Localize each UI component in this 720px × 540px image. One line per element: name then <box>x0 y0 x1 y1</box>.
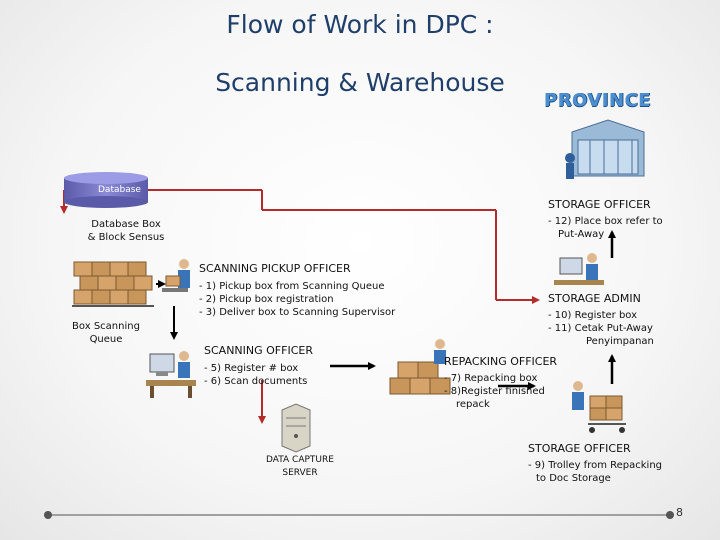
slide-footer-line <box>48 514 674 516</box>
scanning-officer-title: SCANNING OFFICER <box>204 344 313 357</box>
storage-admin-title: STORAGE ADMIN <box>548 292 641 305</box>
scanning-pickup-officer-title: SCANNING PICKUP OFFICER <box>199 262 351 275</box>
flow-arrows <box>156 230 616 390</box>
computer-icon <box>146 351 196 398</box>
storage-officer-top-step: - 12) Place box refer to <box>548 216 663 227</box>
box-stack-icon <box>389 339 451 395</box>
scanning-pickup-step: - 2) Pickup box registration <box>199 294 334 305</box>
scanning-officer-step: - 6) Scan documents <box>204 376 308 387</box>
database-box-line1: Database Box <box>91 219 161 230</box>
storage-officer-bottom-step: - 9) Trolley from Repacking <box>528 460 663 471</box>
worker-icon <box>572 381 626 433</box>
storage-admin-step: - 10) Register box <box>548 310 638 321</box>
repacking-step: - 8)Register finished <box>444 386 545 397</box>
box-scanning-queue-label: Box Scanning Queue <box>66 320 146 346</box>
database-box-label: Database Box & Block Sensus <box>86 218 166 244</box>
storage-officer-top-step: Put-Away <box>558 229 605 240</box>
data-capture-server-line2: SERVER <box>282 468 318 478</box>
server-icon <box>281 403 311 453</box>
storage-admin-step: - 11) Cetak Put-Away <box>548 323 653 334</box>
storage-officer-bottom-title: STORAGE OFFICER <box>528 442 631 455</box>
worker-icon <box>162 259 190 292</box>
storage-officer-top-title: STORAGE OFFICER <box>548 198 651 211</box>
scanning-officer-steps: - 5) Register # box - 6) Scan documents <box>204 362 307 388</box>
repacking-step: repack <box>456 399 490 410</box>
repacking-officer-steps: - 7) Repacking box - 8)Register finished… <box>444 372 545 411</box>
data-capture-server-label: DATA CAPTURE SERVER <box>252 454 348 480</box>
page-number: 8 <box>676 506 683 519</box>
scanning-officer-step: - 5) Register # box <box>204 363 299 374</box>
province-label: PROVINCE <box>544 90 652 111</box>
slide-title: Flow of Work in DPC : <box>226 10 494 39</box>
footer-dot-right <box>666 511 674 519</box>
scanning-pickup-step: - 1) Pickup box from Scanning Queue <box>199 281 385 292</box>
database-label: Database <box>98 185 141 195</box>
repacking-step: - 7) Repacking box <box>444 373 538 384</box>
warehouse-icon <box>565 119 645 179</box>
repacking-officer-title: REPACKING OFFICER <box>444 355 558 368</box>
footer-dot-left <box>44 511 52 519</box>
database-icon <box>64 172 148 208</box>
database-box-line2: & Block Sensus <box>87 232 165 243</box>
scanning-pickup-officer-steps: - 1) Pickup box from Scanning Queue - 2)… <box>199 280 395 319</box>
slide-subtitle: Scanning & Warehouse <box>215 68 505 97</box>
storage-officer-bottom-steps: - 9) Trolley from Repacking to Doc Stora… <box>528 459 662 485</box>
box-scanning-queue-line2: Queue <box>89 334 123 345</box>
storage-admin-steps: - 10) Register box - 11) Cetak Put-Away … <box>548 309 654 348</box>
box-stack-icon <box>72 261 154 307</box>
box-scanning-queue-line1: Box Scanning <box>72 321 140 332</box>
storage-officer-top-steps: - 12) Place box refer to Put-Away <box>548 215 663 241</box>
data-capture-server-line1: DATA CAPTURE <box>266 455 334 465</box>
worker-icon <box>554 253 604 285</box>
storage-officer-bottom-step: to Doc Storage <box>536 473 611 484</box>
scanning-pickup-step: - 3) Deliver box to Scanning Supervisor <box>199 307 396 318</box>
storage-admin-step: Penyimpanan <box>586 336 654 347</box>
